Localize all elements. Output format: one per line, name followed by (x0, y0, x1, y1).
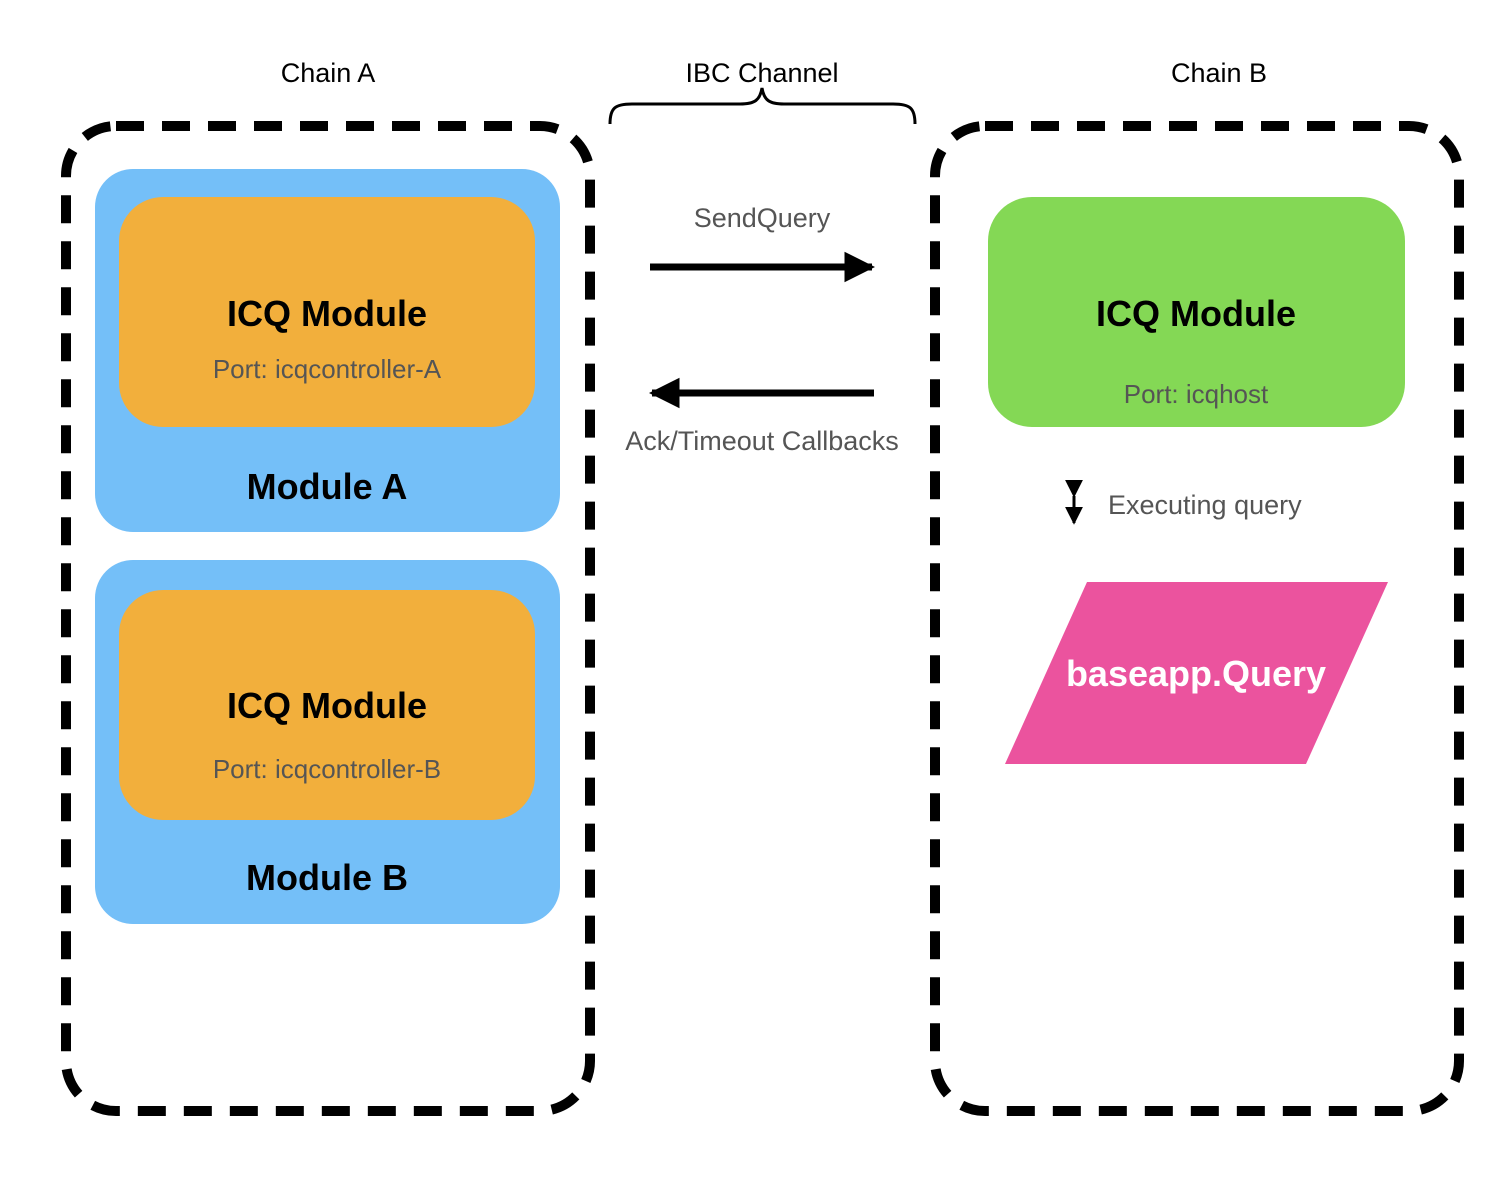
executing-query-connector: Executing query (1065, 479, 1302, 525)
icq-host-port: Port: icqhost (1124, 379, 1269, 409)
icq-host: ICQ Module Port: icqhost (988, 197, 1405, 427)
icq-controller-a-port: Port: icqcontroller-A (213, 354, 442, 384)
icq-controller-a-title: ICQ Module (227, 293, 427, 334)
chain-a-header: Chain A (281, 58, 376, 88)
icq-host-title: ICQ Module (1096, 293, 1296, 334)
module-b: ICQ Module Port: icqcontroller-B Module … (95, 560, 560, 924)
ibc-channel-header: IBC Channel (685, 58, 838, 88)
module-a-label: Module A (247, 466, 408, 507)
icq-controller-b-title: ICQ Module (227, 685, 427, 726)
chain-b-header: Chain B (1171, 58, 1267, 88)
baseapp-query: baseapp.Query (1005, 582, 1388, 764)
executing-query-label: Executing query (1108, 490, 1302, 520)
send-query-label: SendQuery (694, 203, 831, 233)
icq-host-box (988, 197, 1405, 427)
baseapp-query-label: baseapp.Query (1066, 653, 1326, 694)
chain-a-boundary (61, 121, 595, 1116)
module-a: ICQ Module Port: icqcontroller-A Module … (95, 169, 560, 532)
callbacks-label: Ack/Timeout Callbacks (625, 426, 899, 456)
baseapp-query-shape (1005, 582, 1388, 764)
module-b-label: Module B (246, 857, 408, 898)
ibc-channel-brace (608, 87, 917, 125)
icq-controller-b-box (119, 590, 535, 820)
icq-controller-a-box (119, 197, 535, 427)
icq-controller-b-port: Port: icqcontroller-B (213, 754, 441, 784)
chain-b-boundary (930, 121, 1464, 1116)
